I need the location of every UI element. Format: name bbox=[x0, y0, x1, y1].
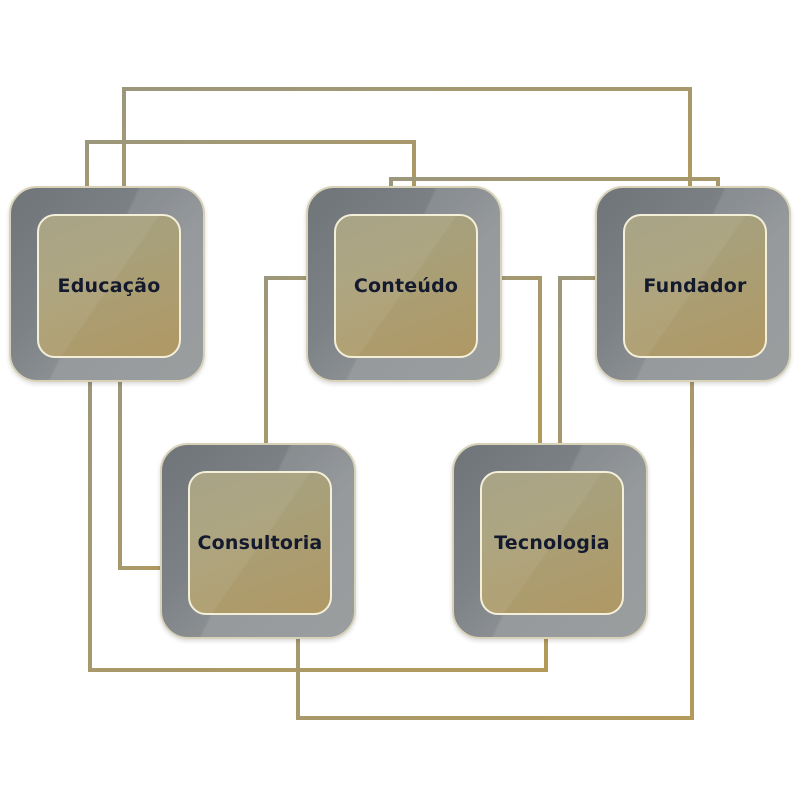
node-fundador-inner: Fundador bbox=[623, 214, 767, 358]
node-tecnologia: Tecnologia bbox=[452, 443, 648, 639]
node-label-fundador: Fundador bbox=[643, 275, 747, 297]
connector-educacao-fundador bbox=[122, 87, 692, 215]
node-conteudo-inner: Conteúdo bbox=[334, 214, 478, 358]
node-educacao-inner: Educação bbox=[37, 214, 181, 358]
node-label-educacao: Educação bbox=[57, 275, 161, 297]
node-label-consultoria: Consultoria bbox=[197, 532, 323, 554]
node-label-tecnologia: Tecnologia bbox=[494, 532, 610, 554]
connector-consultoria-fundador bbox=[296, 354, 694, 720]
node-educacao: Educação bbox=[9, 186, 205, 382]
connector-educacao-tecnologia bbox=[88, 380, 548, 672]
node-conteudo: Conteúdo bbox=[306, 186, 502, 382]
node-tecnologia-inner: Tecnologia bbox=[480, 471, 624, 615]
node-consultoria: Consultoria bbox=[160, 443, 356, 639]
node-consultoria-inner: Consultoria bbox=[188, 471, 332, 615]
node-fundador: Fundador bbox=[595, 186, 791, 382]
node-label-conteudo: Conteúdo bbox=[353, 275, 459, 297]
